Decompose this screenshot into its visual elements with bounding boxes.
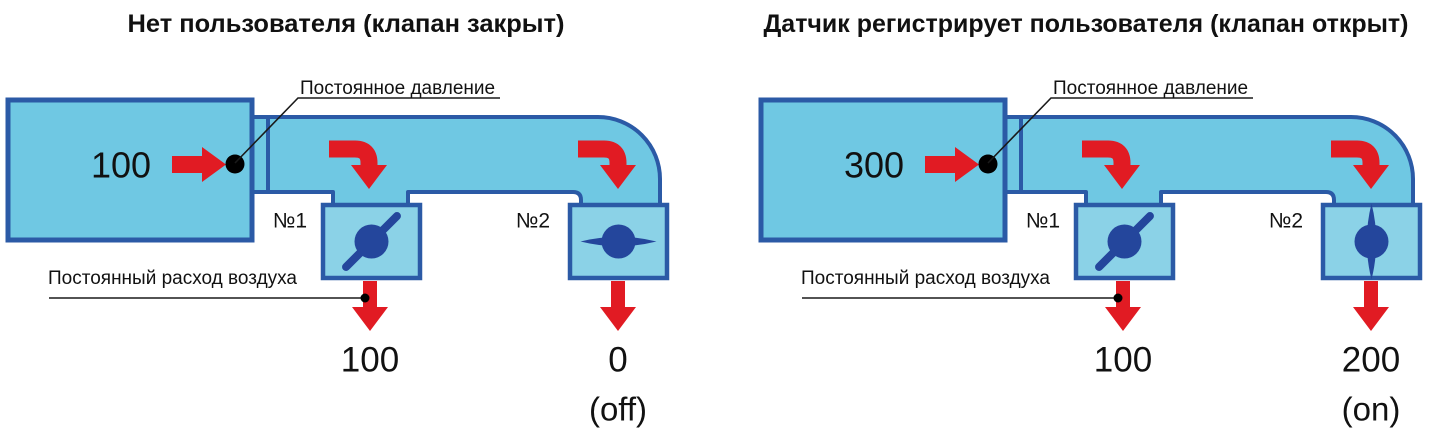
flow-right-arrow-icon	[925, 147, 979, 182]
airflow-leader-dot-icon	[360, 293, 370, 303]
branch-2-flow-value: 0	[608, 341, 627, 380]
pressure-label: Постоянное давление	[300, 78, 495, 99]
diagram-title: Нет пользователя (клапан закрыт)	[128, 10, 565, 38]
pressure-leader-line	[987, 97, 1253, 164]
diagram-title: Датчик регистрирует пользователя (клапан…	[764, 10, 1409, 38]
pressure-leader-line	[234, 97, 500, 164]
branch-2-bend-arrow-icon	[578, 140, 636, 189]
diagram-valve-closed: Нет пользователя (клапан закрыт) 100	[5, 10, 670, 428]
branch-1-bend-arrow-icon	[329, 140, 387, 189]
branch-1-flow-value: 100	[341, 341, 399, 380]
damper-2-hub-icon	[601, 224, 636, 259]
damper-1-hub-icon	[1107, 224, 1142, 259]
damper-1-hub-icon	[354, 224, 389, 259]
branch-1-label: №1	[1026, 210, 1060, 233]
branch-2-bend-arrow-icon	[1331, 140, 1389, 189]
branch-1-down-arrow-icon	[1105, 281, 1141, 331]
branch-2-state: (on)	[1342, 391, 1401, 428]
diagram-valve-open: Датчик регистрирует пользователя (клапан…	[718, 0, 1436, 431]
branch-1-bend-arrow-icon	[1082, 140, 1140, 189]
airflow-label: Постоянный расход воздуха	[48, 268, 297, 289]
duct-icon	[1019, 115, 1415, 208]
diagram-valve-open-canvas: Датчик регистрирует пользователя (клапан…	[758, 10, 1423, 428]
diagram-valve-closed-canvas: Нет пользователя (клапан закрыт) 100	[5, 10, 670, 428]
pressure-point-icon	[225, 154, 245, 174]
branch-1-flow-value: 100	[1094, 341, 1152, 380]
duct-icon	[266, 115, 662, 208]
branch-2-down-arrow-icon	[600, 281, 636, 331]
airflow-leader-dot-icon	[1113, 293, 1123, 303]
branch-1-down-arrow-icon	[352, 281, 388, 331]
supply-flow-value: 300	[844, 145, 904, 186]
branch-2-label: №2	[1269, 210, 1303, 233]
branch-2-flow-value: 200	[1342, 341, 1400, 380]
pressure-point-icon	[978, 154, 998, 174]
branch-2-state: (off)	[589, 391, 647, 428]
branch-2-down-arrow-icon	[1353, 281, 1389, 331]
supply-flow-value: 100	[91, 145, 151, 186]
branch-2-label: №2	[516, 210, 550, 233]
branch-1-label: №1	[273, 210, 307, 233]
damper-2-hub-icon	[1354, 224, 1389, 259]
flow-right-arrow-icon	[172, 147, 226, 182]
airflow-label: Постоянный расход воздуха	[801, 268, 1050, 289]
pressure-label: Постоянное давление	[1053, 78, 1248, 99]
